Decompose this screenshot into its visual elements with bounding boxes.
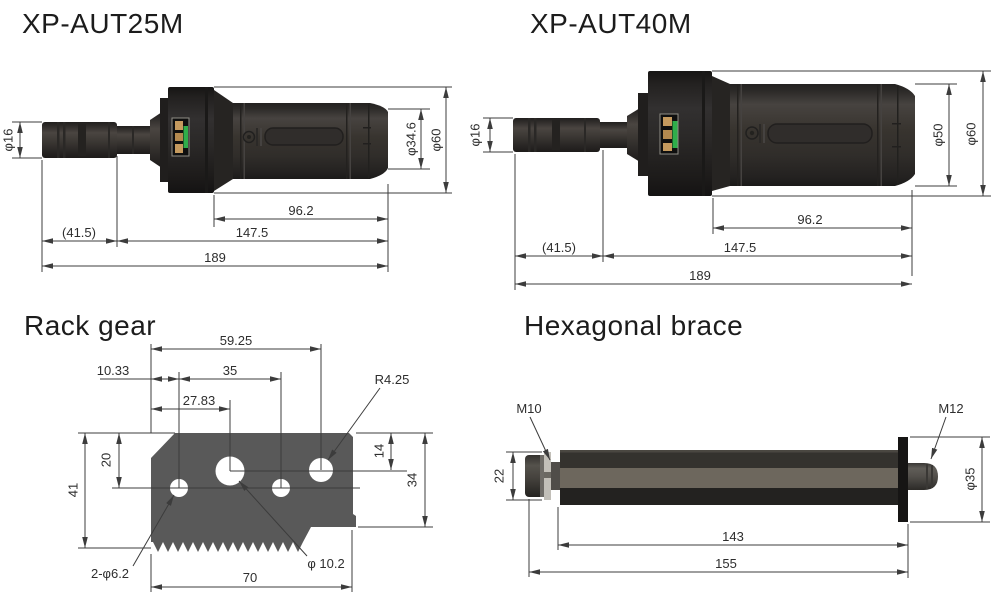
flange-front-ring — [160, 98, 168, 182]
dim-label-59-25: 59.25 — [220, 333, 253, 348]
title-hexagonal-brace: Hexagonal brace — [524, 310, 744, 341]
dim-label-147-5-25m: 147.5 — [236, 225, 269, 240]
dim-label-189-40m: 189 — [689, 268, 711, 283]
dim-label-14: 14 — [371, 444, 386, 458]
rack-gear-silhouette — [151, 433, 356, 552]
dim-label-143: 143 — [722, 529, 744, 544]
dim-label-22: 22 — [491, 469, 506, 483]
xp-aut40m-drawing: φ16 φ50 φ60 96.2 (41.5) 147.5 189 — [467, 70, 991, 290]
dim-label-m10: M10 — [516, 401, 541, 416]
dim-label-35: 35 — [223, 363, 237, 378]
dim-label-10-33: 10.33 — [97, 363, 130, 378]
dim-label-r4-25: R4.25 — [375, 372, 410, 387]
dim-label-27-83: 27.83 — [183, 393, 216, 408]
dimensions-25m: φ16 φ34.6 φ60 96.2 (41.5) 147.5 189 — [0, 86, 452, 272]
dim-label-70: 70 — [243, 570, 257, 585]
dim-label-phi34-6: φ34.6 — [403, 122, 418, 156]
hexagonal-brace-drawing: M10 M12 22 φ35 143 155 — [491, 401, 990, 578]
flange-25m — [168, 87, 214, 193]
dim-label-41-5-25m: (41.5) — [62, 225, 96, 240]
dimensions-hex: M10 M12 22 φ35 143 155 — [491, 401, 990, 578]
threaded-stud — [908, 463, 938, 490]
rack-gear-drawing: 59.25 10.33 35 27.83 41 20 14 34 70 R4.2… — [65, 333, 433, 592]
dim-label-phi60-25m: φ60 — [428, 129, 443, 152]
hex-bar — [560, 450, 898, 505]
flange-front-ring-40m — [638, 93, 648, 176]
motor-25m-silhouette — [42, 87, 388, 193]
hex-brace-silhouette — [525, 437, 938, 522]
connector-strip-40m — [659, 113, 679, 155]
dim-label-41: 41 — [65, 483, 80, 497]
dim-label-phi60-40m: φ60 — [963, 123, 978, 146]
dim-label-147-5-40m: 147.5 — [724, 240, 757, 255]
dim-label-96-2-25m: 96.2 — [288, 203, 313, 218]
flange-40m — [648, 71, 712, 196]
dim-label-phi50: φ50 — [930, 124, 945, 147]
title-xp-aut25m: XP-AUT25M — [22, 8, 184, 39]
connector-strip-25m — [171, 117, 190, 157]
neck — [551, 462, 560, 490]
motor-40m-silhouette — [513, 71, 915, 196]
xp-aut25m-drawing: φ16 φ34.6 φ60 96.2 (41.5) 147.5 189 — [0, 86, 452, 272]
dim-label-2-phi6-2: 2-φ6.2 — [91, 566, 129, 581]
dim-label-phi35: φ35 — [962, 468, 977, 491]
dimensions-rack: 59.25 10.33 35 27.83 41 20 14 34 70 R4.2… — [65, 333, 433, 592]
flange-plate — [898, 437, 908, 522]
dim-label-96-2-40m: 96.2 — [797, 212, 822, 227]
dim-label-189-25m: 189 — [204, 250, 226, 265]
dim-label-phi16-40m: φ16 — [467, 124, 482, 147]
dim-label-phi10-2: φ 10.2 — [307, 556, 344, 571]
dim-label-20: 20 — [98, 453, 113, 467]
title-xp-aut40m: XP-AUT40M — [530, 8, 692, 39]
dim-label-phi16-25m: φ16 — [0, 129, 15, 152]
dim-label-41-5-40m: (41.5) — [542, 240, 576, 255]
title-rack-gear: Rack gear — [24, 310, 157, 341]
dim-label-155: 155 — [715, 556, 737, 571]
dim-label-34: 34 — [404, 473, 419, 487]
dimensions-40m: φ16 φ50 φ60 96.2 (41.5) 147.5 189 — [467, 70, 991, 290]
dim-label-m12: M12 — [938, 401, 963, 416]
